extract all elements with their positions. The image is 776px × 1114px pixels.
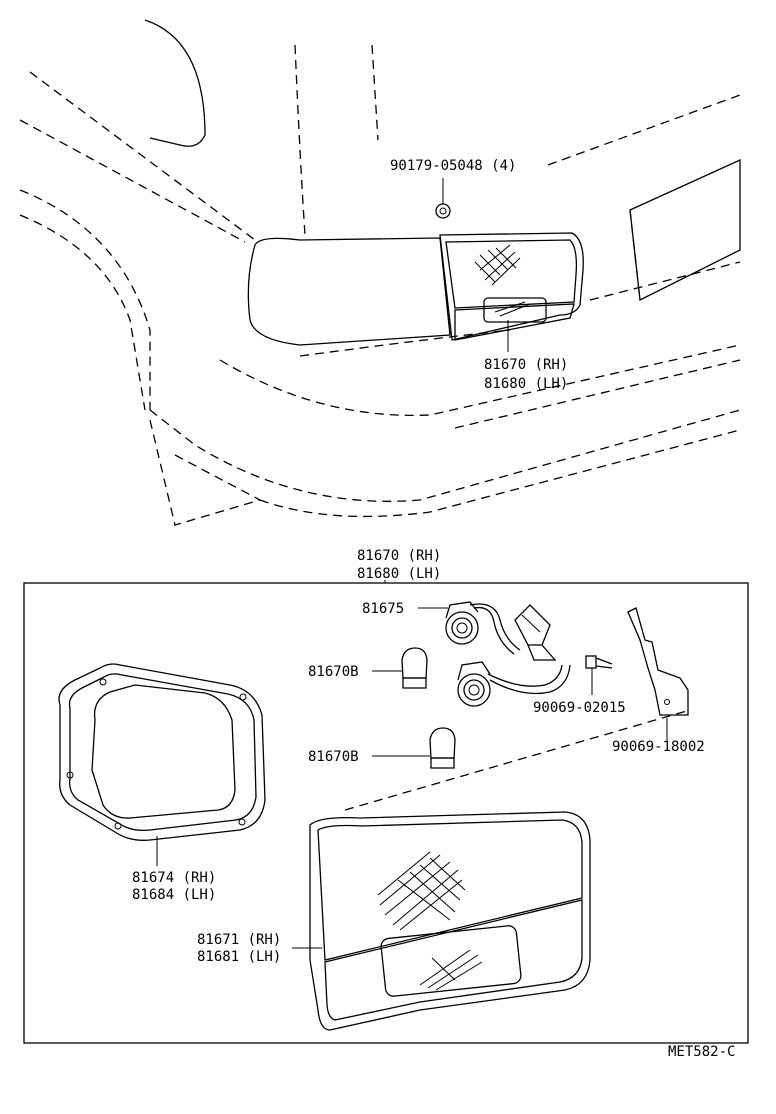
bulb-icon xyxy=(401,647,428,689)
lens-callout-lh: 81681 (LH) xyxy=(197,949,281,965)
lens-callout-rh: 81671 (RH) xyxy=(197,932,281,948)
tail-lamp-on-vehicle xyxy=(247,232,584,346)
alignment-dash xyxy=(344,709,691,811)
nut-icon xyxy=(435,203,451,219)
vehicle-body-outline xyxy=(19,19,741,526)
box-title-lh: 81680 (LH) xyxy=(357,566,441,582)
screw-callout: 90069-02015 xyxy=(533,700,626,716)
bulb-b-callout: 81670B xyxy=(308,749,359,765)
socket-harness-icon xyxy=(445,601,571,707)
gasket-callout-rh: 81674 (RH) xyxy=(132,870,216,886)
bulb-a-callout: 81670B xyxy=(308,664,359,680)
bulb-icon xyxy=(429,727,456,769)
socket-callout: 81675 xyxy=(362,601,404,617)
screw-icon xyxy=(585,655,613,669)
lens-icon xyxy=(309,811,591,1031)
gasket-icon xyxy=(58,663,266,841)
nut-callout: 90179-05048 (4) xyxy=(390,158,516,174)
assembly-box xyxy=(23,582,749,1044)
bracket-callout: 90069-18002 xyxy=(612,739,705,755)
figure-code: MET582-C xyxy=(668,1044,735,1060)
bracket-icon xyxy=(627,607,689,716)
lamp-callout-rh: 81670 (RH) xyxy=(484,357,568,373)
gasket-callout-lh: 81684 (LH) xyxy=(132,887,216,903)
box-title-rh: 81670 (RH) xyxy=(357,548,441,564)
lamp-callout-lh: 81680 (LH) xyxy=(484,376,568,392)
